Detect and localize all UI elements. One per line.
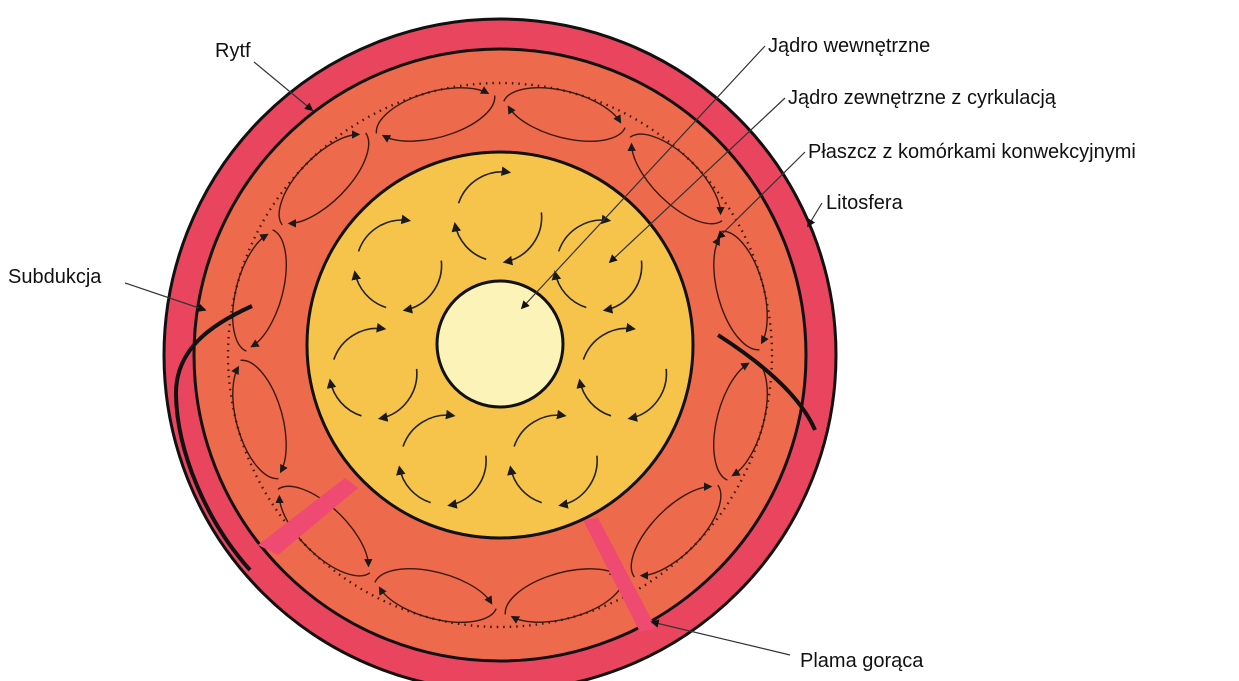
label-rytf: Rytf [215,40,251,62]
label-mantle: Płaszcz z komórkami konwekcyjnymi [808,141,1136,163]
inner-core-layer [437,281,563,407]
label-hotspot: Plama gorąca [800,650,924,672]
lithosphere-leader [808,203,822,226]
label-outer-core: Jądro zewnętrzne z cyrkulacją [788,87,1057,109]
label-subduction: Subdukcja [8,266,102,288]
label-inner-core: Jądro wewnętrzne [768,35,930,57]
label-lithosphere: Litosfera [826,192,904,214]
